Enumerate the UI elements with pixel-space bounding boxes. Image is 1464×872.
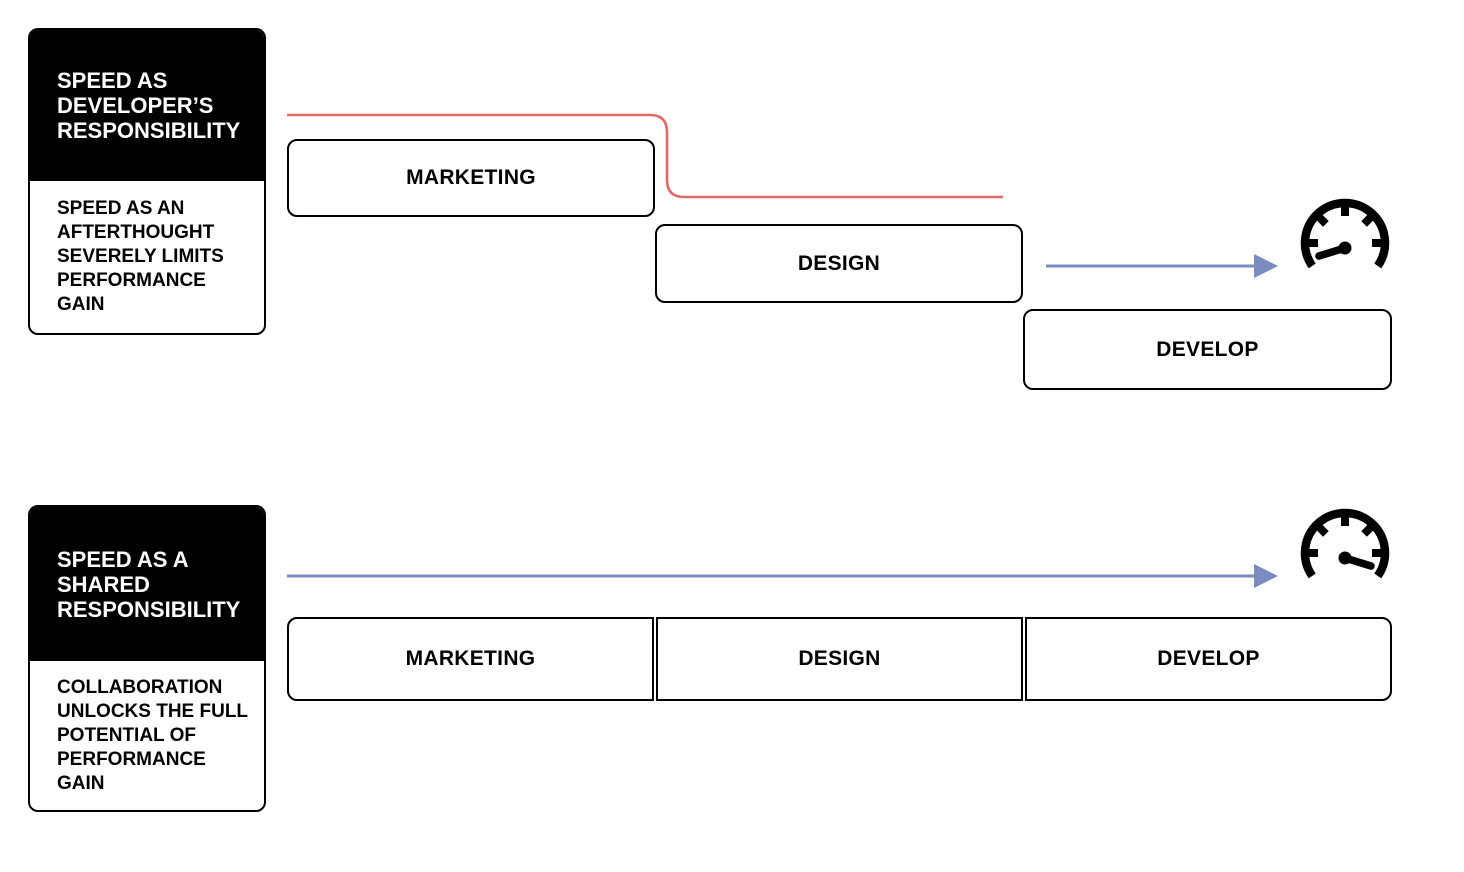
stage-band-shared: MARKETING DESIGN DEVELOP	[287, 617, 1392, 701]
speed-arrow-bottom	[287, 564, 1278, 588]
stage-label-design-top: DESIGN	[797, 251, 881, 275]
info-card-waterfall: SPEED AS DEVELOPER’S RESPONSIBILITY SPEE…	[28, 28, 266, 335]
info-card-waterfall-body: SPEED AS AN AFTERTHOUGHT SEVERELY LIMITS…	[57, 198, 224, 315]
stage-label-marketing-top: MARKETING	[406, 166, 536, 189]
stage-cell-design-bottom: DESIGN	[656, 617, 1023, 701]
speed-arrow-top	[1046, 254, 1278, 278]
stage-label-design-bottom: DESIGN	[798, 647, 881, 670]
stage-label-develop-top: DEVELOP	[1156, 337, 1259, 361]
info-card-shared: SPEED AS A SHARED RESPONSIBILITY COLLABO…	[28, 505, 266, 812]
stage-cell-marketing-bottom: MARKETING	[287, 617, 654, 701]
stage-box-develop-top: DEVELOP	[1023, 309, 1392, 390]
info-card-shared-body: COLLABORATION UNLOCKS THE FULL POTENTIAL…	[57, 676, 249, 794]
speedometer-slow-icon	[1300, 198, 1390, 269]
stage-label-develop-bottom: DEVELOP	[1157, 647, 1260, 670]
speedometer-fast-icon	[1300, 508, 1390, 579]
stage-box-design-top: DESIGN	[655, 224, 1023, 303]
arrowhead-icon	[1254, 254, 1278, 278]
arrowhead-icon	[1254, 564, 1278, 588]
info-card-waterfall-heading: SPEED AS DEVELOPER’S RESPONSIBILITY	[30, 30, 264, 181]
stage-cell-develop-bottom: DEVELOP	[1025, 617, 1392, 701]
stage-label-marketing-bottom: MARKETING	[405, 647, 536, 670]
info-card-shared-heading: SPEED AS A SHARED RESPONSIBILITY	[30, 507, 264, 661]
stage-box-marketing-top: MARKETING	[287, 139, 655, 217]
